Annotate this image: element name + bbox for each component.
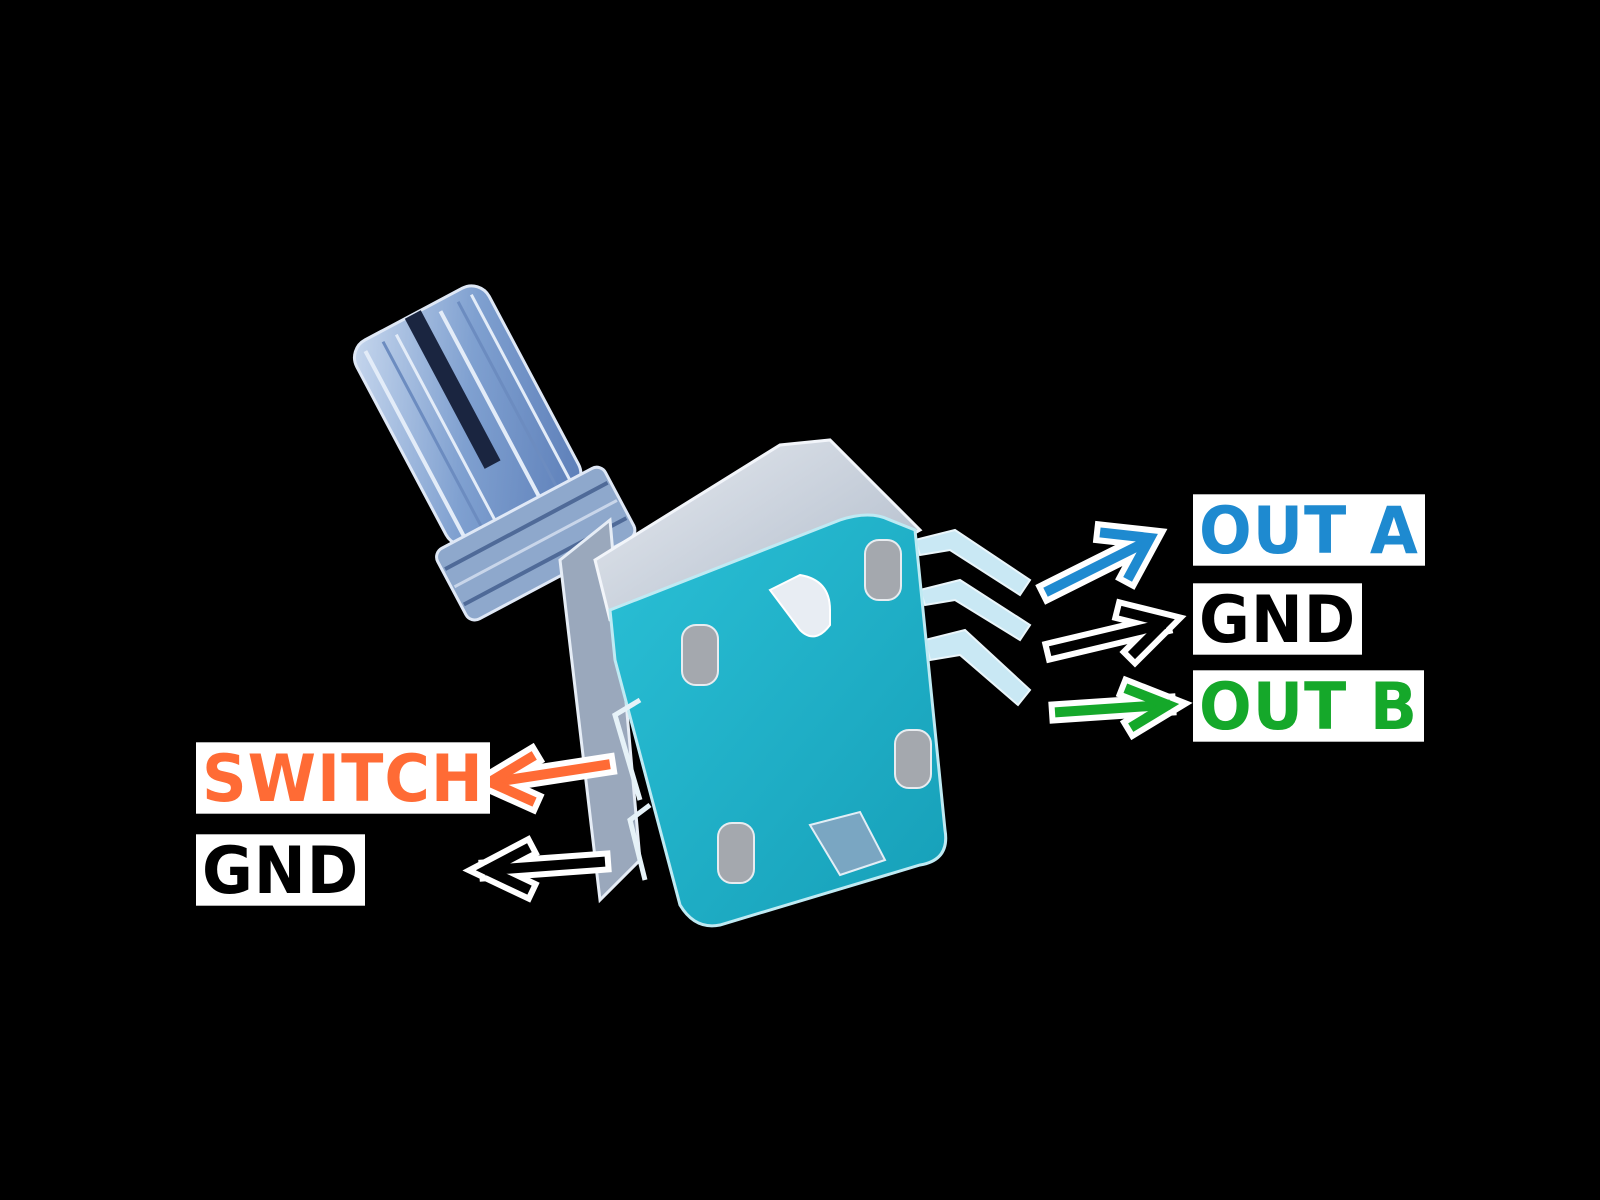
label-out-a: OUT A [1193, 494, 1425, 566]
label-gnd-right: GND [1193, 583, 1363, 655]
label-gnd-left: GND [196, 834, 366, 906]
shaft [352, 284, 637, 622]
bottom-pin [808, 810, 887, 877]
left-pins [612, 697, 652, 881]
label-out-b: OUT B [1193, 670, 1425, 742]
metal-tabs [681, 539, 932, 884]
right-pins [913, 528, 1032, 707]
label-switch: SWITCH [196, 742, 490, 814]
